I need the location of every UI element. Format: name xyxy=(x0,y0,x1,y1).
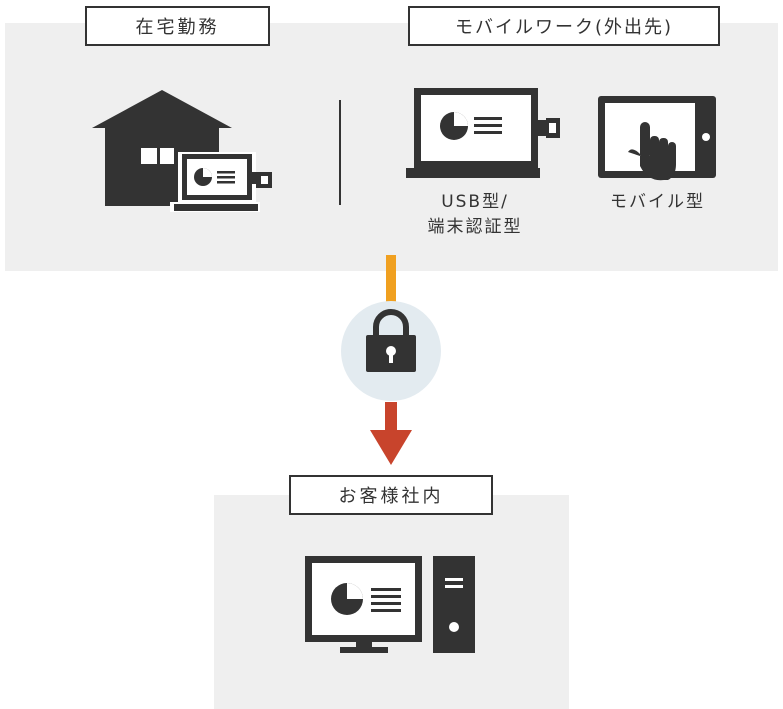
usb-type-line1: USB型/ xyxy=(441,192,509,212)
connector-line xyxy=(386,255,396,305)
arrow-head xyxy=(370,430,412,465)
remote-work-label: 在宅勤務 xyxy=(85,6,270,46)
office-label: お客様社内 xyxy=(289,475,493,515)
desktop-computer-icon xyxy=(305,556,475,653)
house-icon xyxy=(92,90,272,212)
mobile-work-label: モバイルワーク(外出先) xyxy=(408,6,720,46)
usb-type-caption: USB型/ 端末認証型 xyxy=(410,190,540,240)
tablet-touch-icon xyxy=(598,96,716,181)
connection-flow xyxy=(341,255,441,465)
laptop-usb-icon xyxy=(406,88,560,178)
mobile-type-caption: モバイル型 xyxy=(610,192,705,212)
section-divider xyxy=(339,100,341,205)
usb-type-line2: 端末認証型 xyxy=(427,217,523,237)
lock-icon xyxy=(366,309,416,372)
arrow-shaft xyxy=(385,402,397,432)
